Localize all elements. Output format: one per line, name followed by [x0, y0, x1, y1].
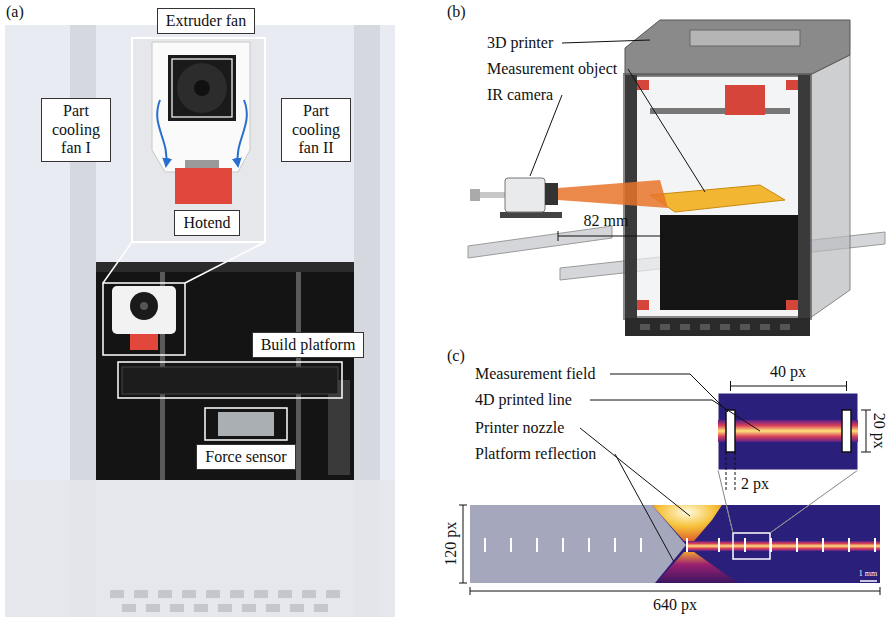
- annotation-label: IR camera: [487, 86, 553, 104]
- label-box: Build platform: [252, 332, 365, 358]
- label-box: Hotend: [174, 210, 239, 236]
- annotation-label: 120 px: [442, 522, 460, 566]
- label-box: Extruder fan: [157, 8, 255, 34]
- panel-label: (c): [447, 347, 465, 365]
- annotation-label: Measurement field: [475, 365, 595, 383]
- label-box: Force sensor: [196, 444, 295, 470]
- annotation-label: Measurement object: [487, 60, 617, 78]
- label-text: Part cooling fan I: [50, 102, 102, 157]
- printer-photo: [5, 25, 395, 617]
- label-box: Part cooling fan I: [41, 98, 111, 161]
- annotation-label: 82 mm: [584, 212, 629, 230]
- label-text: Extruder fan: [166, 12, 246, 30]
- label-text: Force sensor: [205, 448, 286, 466]
- setup-render: [468, 20, 885, 336]
- annotation-label: 640 px: [653, 596, 697, 614]
- annotation-label: 40 px: [770, 363, 806, 381]
- label-box: Part cooling fan II: [281, 98, 351, 161]
- annotation-label: Printer nozzle: [475, 419, 564, 437]
- label-text: Build platform: [261, 336, 356, 354]
- annotation-label: 2 px: [741, 475, 769, 493]
- thermal-image: [459, 374, 880, 595]
- label-text: Part cooling fan II: [290, 102, 342, 157]
- annotation-label: 4D printed line: [475, 391, 572, 409]
- panel-label: (b): [447, 3, 466, 21]
- annotation-label: 1 mm: [859, 570, 877, 579]
- annotation-label: 3D printer: [487, 34, 553, 52]
- annotation-label: Platform reflection: [475, 445, 596, 463]
- annotation-label: 20 px: [870, 413, 888, 449]
- label-text: Hotend: [183, 214, 230, 232]
- panel-label: (a): [6, 3, 24, 21]
